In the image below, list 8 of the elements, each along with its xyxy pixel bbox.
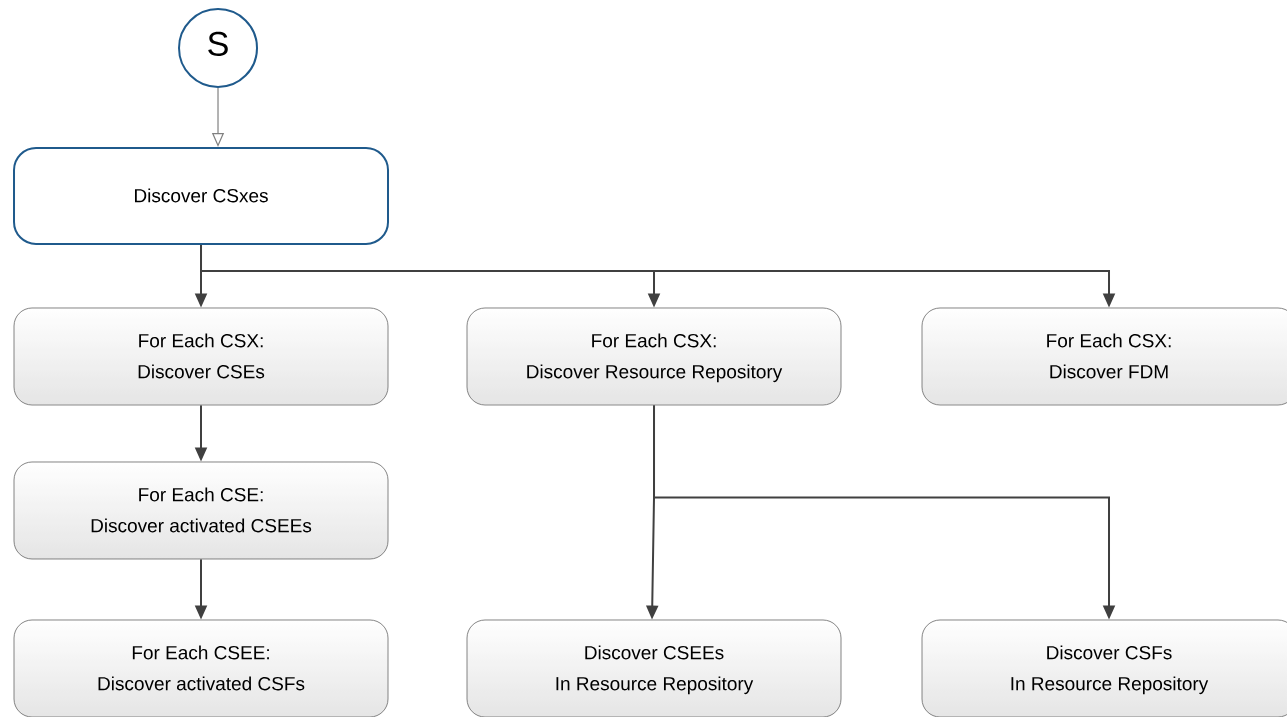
process-box: For Each CSE: Discover activated CSEEs — [13, 461, 389, 560]
process-box: For Each CSX: Discover CSEs — [13, 307, 389, 406]
process-box: Discover CSEEs In Resource Repository — [466, 619, 842, 717]
process-box: Discover CSxes — [13, 147, 389, 245]
process-box: For Each CSX: Discover Resource Repository — [466, 307, 842, 406]
process-box: For Each CSEE: Discover activated CSFs — [13, 619, 389, 717]
process-box: For Each CSX: Discover FDM — [921, 307, 1287, 406]
process-box: Discover CSFs In Resource Repository — [921, 619, 1287, 717]
